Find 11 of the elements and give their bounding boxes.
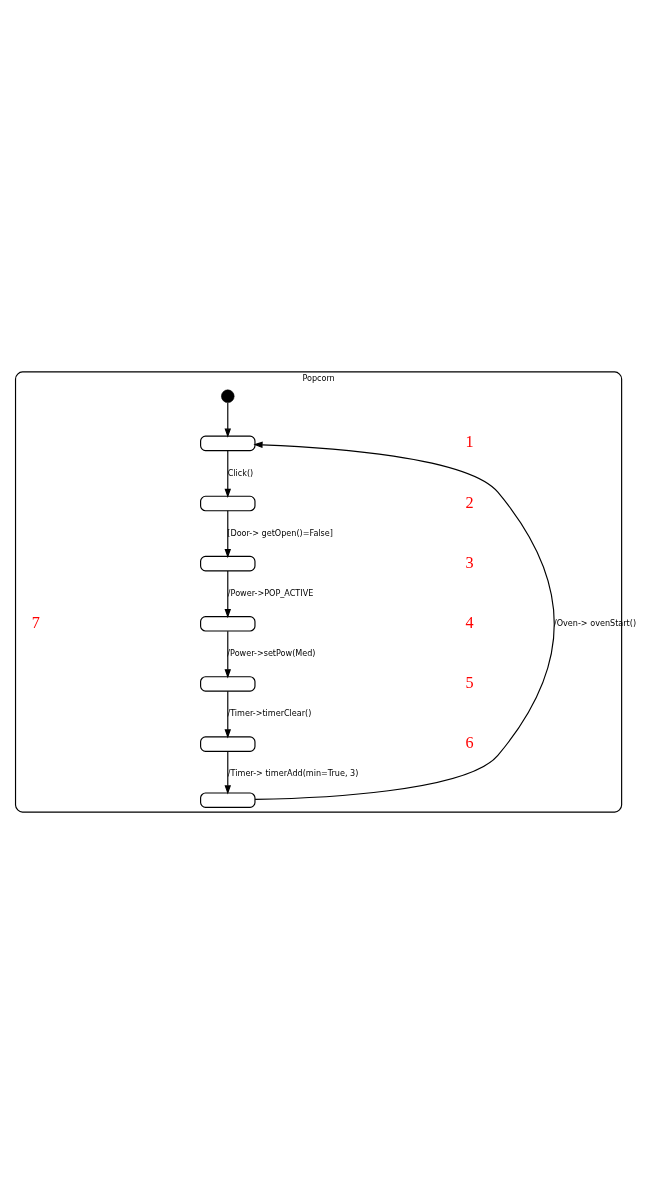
label: 4 — [465, 613, 474, 632]
label: 3 — [465, 553, 474, 572]
edge-label: [Door-> getOpen()=False] — [227, 527, 333, 538]
label: 6 — [465, 734, 474, 753]
edge-label: /Timer-> timerAdd(min=True, 3) — [227, 768, 359, 779]
edge-label: Click() — [227, 467, 254, 478]
label: 5 — [465, 673, 474, 692]
label: 2 — [465, 493, 474, 512]
label: 7 — [31, 613, 40, 632]
edge-label: /Power->POP_ACTIVE — [227, 587, 314, 598]
label: 1 — [465, 433, 474, 452]
